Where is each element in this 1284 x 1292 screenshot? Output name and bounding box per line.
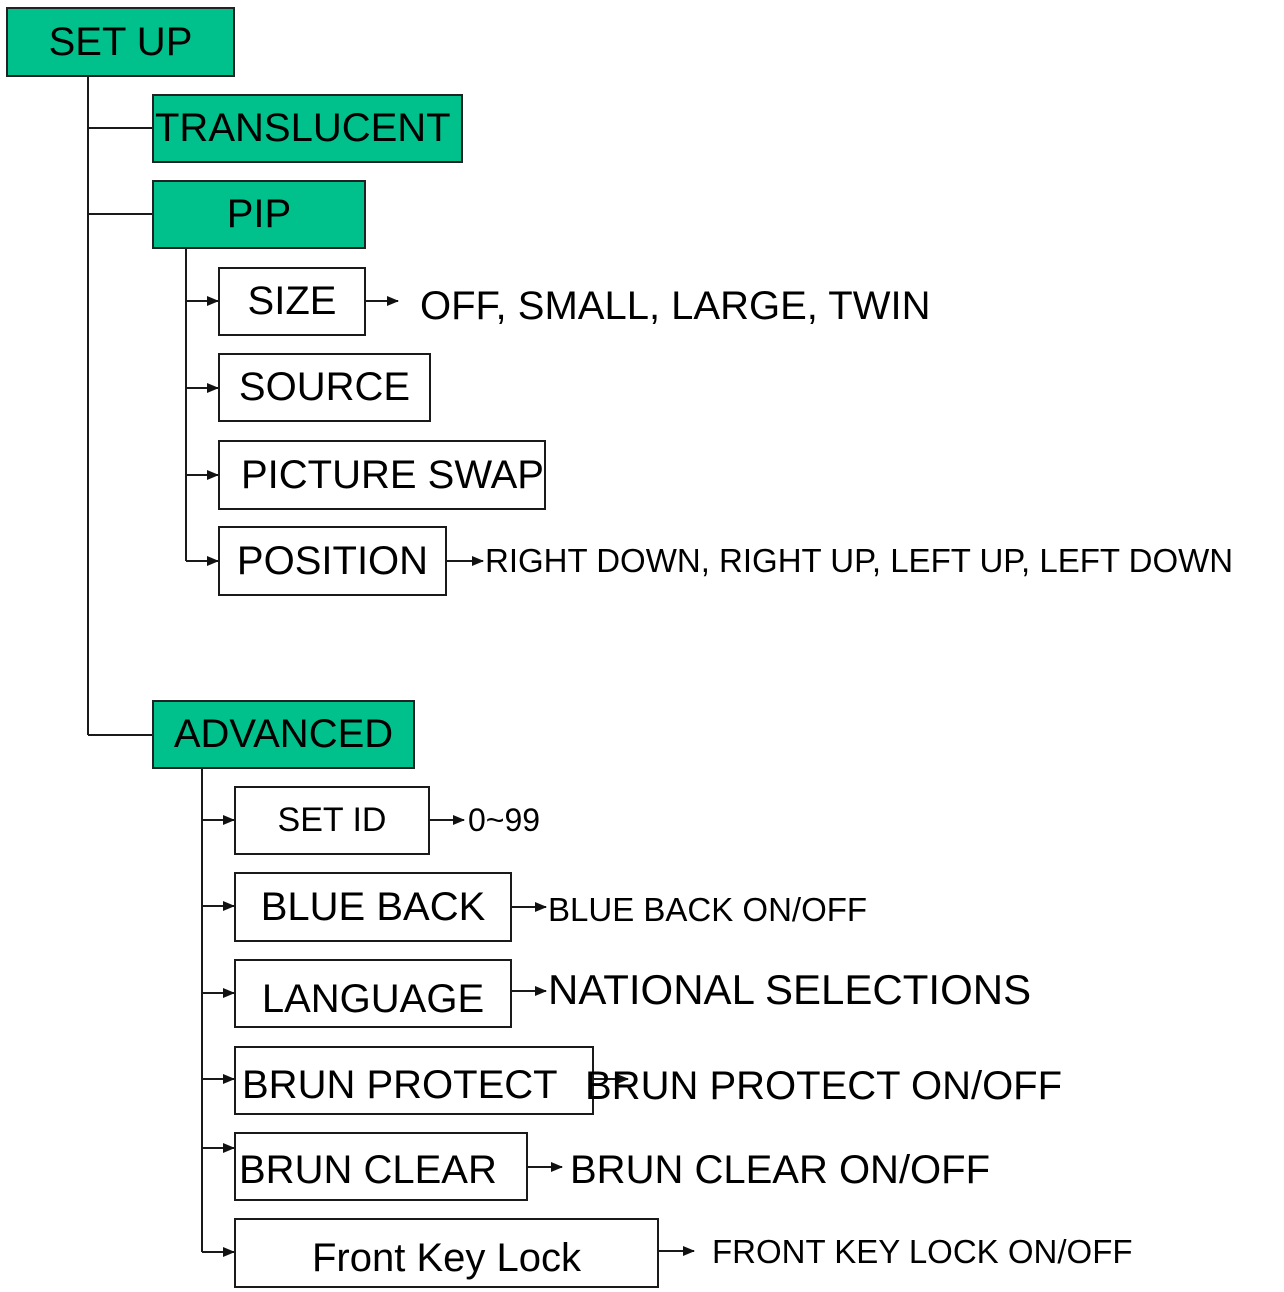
option-text-front-key-lock: FRONT KEY LOCK ON/OFF (712, 1233, 1133, 1270)
menu-node-label: SET UP (48, 19, 193, 64)
option-text-blue-back: BLUE BACK ON/OFF (548, 891, 868, 928)
menu-item-position[interactable]: POSITION (218, 526, 447, 596)
option-text-brun-protect: BRUN PROTECT ON/OFF (585, 1064, 1063, 1108)
menu-item-front-key-lock[interactable]: Front Key Lock (234, 1218, 659, 1288)
menu-item-label: BRUN CLEAR (239, 1148, 497, 1192)
menu-item-source[interactable]: SOURCE (218, 353, 431, 422)
option-text-set-id: 0~99 (468, 802, 541, 838)
menu-item-label: PICTURE SWAP (241, 452, 544, 497)
menu-item-brun-clear[interactable]: BRUN CLEAR (234, 1132, 528, 1201)
menu-item-label: BLUE BACK (260, 884, 486, 929)
menu-item-set-id[interactable]: SET ID (234, 786, 430, 855)
menu-node-label: ADVANCED (173, 712, 394, 756)
option-text-language: NATIONAL SELECTIONS (548, 966, 1032, 1013)
menu-item-label: SOURCE (238, 365, 411, 409)
menu-node-advanced[interactable]: ADVANCED (152, 700, 415, 769)
menu-item-label: SIZE (247, 279, 337, 323)
menu-item-blue-back[interactable]: BLUE BACK (234, 872, 512, 942)
menu-item-label: Front Key Lock (311, 1235, 581, 1280)
menu-node-label: PIP (226, 192, 292, 236)
menu-node-translucent[interactable]: TRANSLUCENT (152, 94, 463, 163)
menu-node-set-up[interactable]: SET UP (6, 7, 235, 77)
menu-item-size[interactable]: SIZE (218, 267, 366, 336)
menu-item-picture-swap[interactable]: PICTURE SWAP (218, 440, 546, 510)
menu-item-language[interactable]: LANGUAGE (234, 959, 512, 1028)
menu-item-label: POSITION (236, 538, 429, 583)
menu-node-label: TRANSLUCENT (155, 106, 451, 150)
menu-node-pip[interactable]: PIP (152, 180, 366, 249)
menu-item-label: SET ID (277, 801, 387, 839)
option-text-brun-clear: BRUN CLEAR ON/OFF (570, 1148, 991, 1192)
menu-item-label: BRUN PROTECT (242, 1063, 558, 1107)
menu-item-brun-protect[interactable]: BRUN PROTECT (234, 1046, 594, 1115)
option-text-size: OFF, SMALL, LARGE, TWIN (420, 284, 931, 328)
menu-item-label: LANGUAGE (261, 977, 485, 1021)
option-text-position: RIGHT DOWN, RIGHT UP, LEFT UP, LEFT DOWN (485, 542, 1234, 579)
